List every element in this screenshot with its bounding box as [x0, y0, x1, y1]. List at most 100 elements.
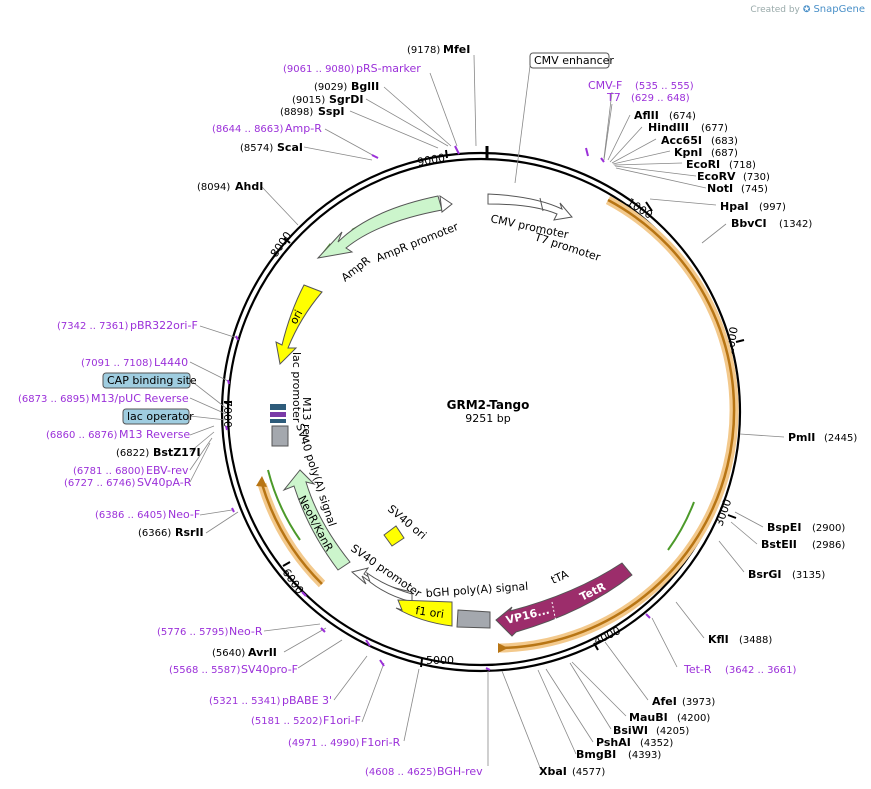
leader-line — [675, 601, 705, 639]
ori-feature[interactable]: ori — [275, 284, 323, 366]
gray-feature-block[interactable] — [271, 425, 289, 447]
enzyme-name[interactable]: AvrII — [248, 646, 277, 659]
sv40-ori-feature[interactable]: SV40 ori — [383, 502, 429, 547]
enzyme-name[interactable]: SspI — [318, 105, 344, 118]
primer-name[interactable]: Neo-F — [168, 508, 200, 521]
enzyme-name[interactable]: SgrDI — [329, 93, 363, 106]
enzyme-name[interactable]: KpnI — [674, 146, 702, 159]
ori-arrow[interactable] — [275, 284, 323, 366]
enzyme-name[interactable]: EcoRI — [686, 158, 720, 171]
primer-pos: (6860 .. 6876) — [46, 430, 118, 441]
primer-marker[interactable] — [585, 147, 589, 157]
primer-name[interactable]: SV40pro-F — [241, 663, 298, 676]
ampr-arrow[interactable] — [316, 195, 443, 259]
primer-name[interactable]: pBABE 3' — [282, 694, 332, 707]
enzyme-pos: (745) — [741, 184, 768, 195]
primer-name[interactable]: Tet-R — [683, 663, 712, 676]
f1ori-arrow[interactable] — [395, 599, 453, 627]
leader-line — [283, 627, 327, 653]
primer-marker[interactable] — [600, 157, 605, 163]
primer-marker[interactable] — [235, 335, 239, 341]
primer-name[interactable]: BGH-rev — [437, 765, 483, 778]
primer-marker[interactable] — [231, 507, 235, 513]
primer-name[interactable]: M13/pUC Reverse — [91, 392, 189, 405]
cap-binding-site-box[interactable] — [102, 372, 191, 389]
enzyme-name[interactable]: KflI — [708, 633, 729, 646]
enzyme-pos: (9015) — [292, 95, 325, 106]
primer-marker[interactable] — [301, 591, 307, 597]
primer-name[interactable]: F1ori-F — [323, 714, 361, 727]
enzyme-name[interactable]: Acc65I — [661, 134, 702, 147]
enzyme-name[interactable]: EcoRV — [697, 170, 736, 183]
ampr-feature[interactable]: AmpR AmpR promoter — [316, 194, 461, 284]
enzyme-name[interactable]: AhdI — [235, 180, 263, 193]
enzyme-name[interactable]: BstEII — [761, 538, 797, 551]
enzyme-name[interactable]: MauBI — [629, 711, 668, 724]
enzyme-name[interactable]: BmgBI — [576, 748, 616, 761]
enzyme-name[interactable]: BsiWI — [613, 724, 648, 737]
primer-marker[interactable] — [645, 613, 651, 619]
primer-marker[interactable] — [320, 627, 326, 633]
tta-feature[interactable]: VP16... TetR tTA — [495, 562, 633, 637]
tick-mark — [420, 658, 423, 668]
m13-block[interactable] — [270, 419, 286, 423]
neokanr-arrow[interactable] — [282, 469, 351, 571]
enzyme-name[interactable]: ScaI — [277, 141, 303, 154]
primer-marker[interactable] — [225, 425, 228, 431]
primer-marker[interactable] — [379, 659, 385, 667]
primer-marker[interactable] — [485, 667, 491, 671]
primer-name[interactable]: L4440 — [154, 356, 188, 369]
enzyme-name[interactable]: BbvCI — [731, 217, 767, 230]
tick-mark — [727, 514, 737, 519]
leader-line — [614, 165, 697, 177]
enzyme-name[interactable]: BsrGI — [748, 568, 781, 581]
primer-marker[interactable] — [454, 145, 460, 155]
f1ori-feature[interactable]: f1 ori — [395, 599, 453, 627]
cmv-promoter-arrow[interactable] — [487, 193, 573, 221]
bgh-block[interactable] — [456, 609, 491, 629]
primer-name[interactable]: F1ori-R — [361, 736, 401, 749]
feature-divider — [551, 601, 557, 623]
enzyme-name[interactable]: AflII — [634, 109, 659, 122]
primer-name[interactable]: Neo-R — [229, 625, 263, 638]
tta-label: tTA — [549, 567, 571, 586]
sv40-ori-block[interactable] — [383, 525, 405, 547]
primer-name[interactable]: CMV-F — [588, 79, 622, 92]
enzyme-name[interactable]: BglII — [351, 80, 379, 93]
primer-marker[interactable] — [365, 639, 371, 647]
enzyme-name[interactable]: AfeI — [652, 695, 677, 708]
enzyme-name[interactable]: PmlI — [788, 431, 815, 444]
cmv-enhancer-box[interactable] — [529, 52, 610, 69]
enzyme-name[interactable]: MfeI — [443, 43, 470, 56]
enzyme-pos: (4393) — [628, 750, 661, 761]
primer-marker[interactable] — [371, 154, 379, 159]
enzyme-name[interactable]: BstZ17I — [153, 446, 201, 459]
enzyme-name[interactable]: PshAI — [596, 736, 631, 749]
primer-marker[interactable] — [227, 379, 230, 385]
enzyme-name[interactable]: NotI — [707, 182, 733, 195]
enzyme-name[interactable]: BspEI — [767, 521, 801, 534]
enzyme-name[interactable]: RsrII — [175, 526, 204, 539]
tick-mark — [283, 237, 291, 244]
enzyme-name[interactable]: HindIII — [648, 121, 689, 134]
primer-name[interactable]: EBV-rev — [146, 464, 189, 477]
enzyme-pos: (3488) — [739, 635, 772, 646]
leader-line — [611, 138, 657, 164]
enzyme-name[interactable]: XbaI — [539, 765, 567, 778]
enzyme-pos: (8574) — [240, 143, 273, 154]
primer-name[interactable]: Amp-R — [285, 122, 322, 135]
cmv-promoter-feature[interactable]: CMV promoter T7 promoter — [487, 193, 602, 264]
enzyme-name[interactable]: HpaI — [720, 200, 749, 213]
primer-name[interactable]: pRS-marker — [356, 62, 421, 75]
cap-site-block[interactable] — [270, 404, 286, 410]
primer-name[interactable]: T7 — [606, 91, 621, 104]
primer-name[interactable]: pBR322ori-F — [130, 319, 198, 332]
sv40-promoter-feature[interactable]: SV40 promoter — [348, 542, 424, 603]
lac-operator-block[interactable] — [270, 412, 286, 417]
ampr-promoter-arrow[interactable] — [439, 194, 453, 213]
tta-arrow[interactable] — [495, 562, 633, 637]
primer-name[interactable]: SV40pA-R — [137, 476, 192, 489]
primer-name[interactable]: M13 Reverse — [119, 428, 190, 441]
brand-name: SnapGene — [813, 4, 865, 15]
lac-operator-box[interactable] — [122, 408, 190, 425]
